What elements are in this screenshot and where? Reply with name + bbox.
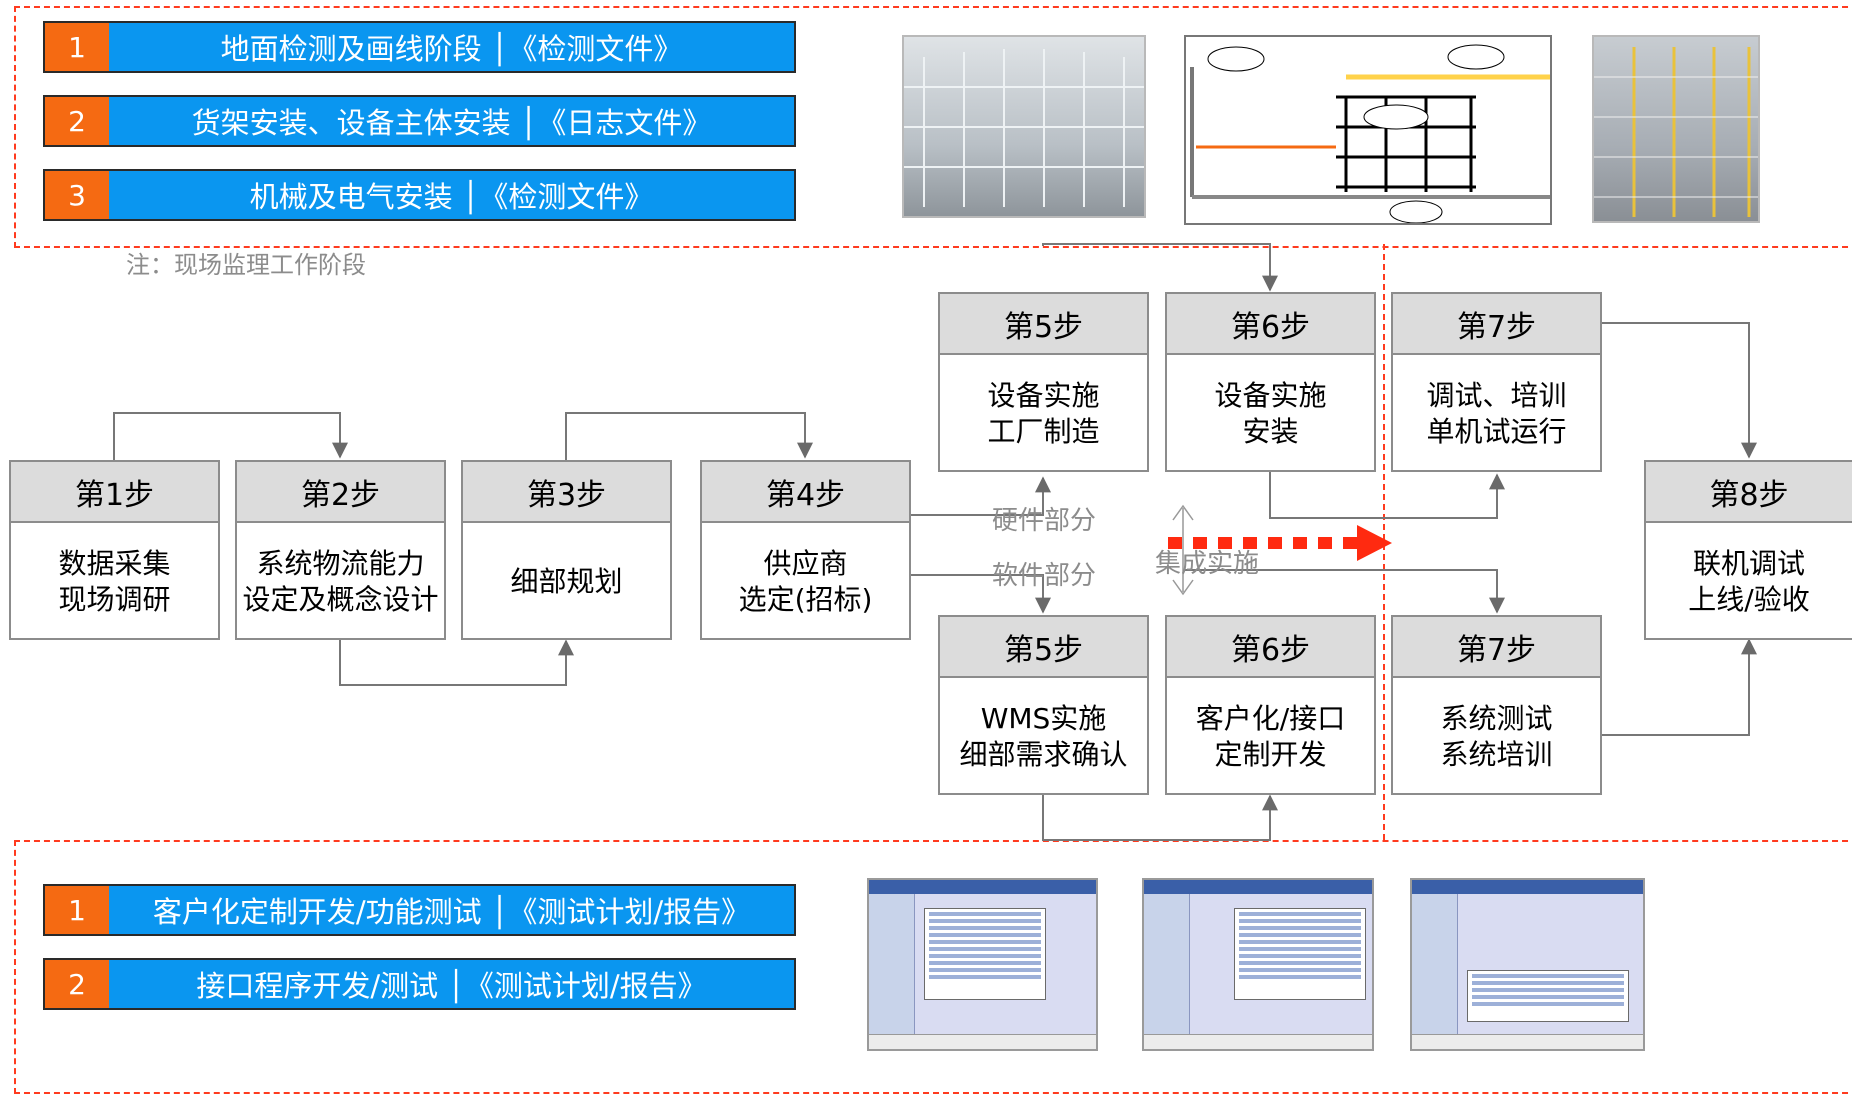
step-8-body: 联机调试 上线/验收 xyxy=(1646,523,1852,640)
step-5-software-line-2: 细部需求确认 xyxy=(959,737,1128,771)
top-item-2-number: 2 xyxy=(45,97,109,145)
step-2-body: 系统物流能力 设定及概念设计 xyxy=(237,523,444,640)
top-item-3: 3 机械及电气安装 │《检测文件》 xyxy=(43,169,796,221)
top-item-2: 2 货架安装、设备主体安装 │《日志文件》 xyxy=(43,95,796,147)
top-section-frame xyxy=(14,6,1852,248)
step-6-hardware-line-2: 安装 xyxy=(1242,414,1299,448)
step-7-software-line-1: 系统测试 xyxy=(1440,701,1553,735)
step-4-header: 第4步 xyxy=(702,462,909,523)
step-3-line-1: 细部规划 xyxy=(510,564,623,598)
step-5-software-body: WMS实施 细部需求确认 xyxy=(940,678,1147,795)
step-1-body: 数据采集 现场调研 xyxy=(11,523,218,640)
step-7-software-body: 系统测试 系统培训 xyxy=(1393,678,1600,795)
step-8-header: 第8步 xyxy=(1646,462,1852,523)
step-2-box: 第2步 系统物流能力 设定及概念设计 xyxy=(235,460,446,640)
software-label: 软件部分 xyxy=(992,561,1097,591)
step-1-header: 第1步 xyxy=(11,462,218,523)
step-6-software-line-2: 定制开发 xyxy=(1214,737,1327,771)
step-3-box: 第3步 细部规划 xyxy=(461,460,672,640)
step-4-line-1: 供应商 xyxy=(763,546,848,580)
hardware-label: 硬件部分 xyxy=(992,506,1097,536)
warehouse-photo-2 xyxy=(1592,35,1760,223)
step-2-line-2: 设定及概念设计 xyxy=(242,582,439,616)
step-5-hardware-header: 第5步 xyxy=(940,294,1147,355)
step-1-line-1: 数据采集 xyxy=(58,546,171,580)
step-5-hardware-body: 设备实施 工厂制造 xyxy=(940,355,1147,472)
supervision-note: 注：现场监理工作阶段 xyxy=(126,251,366,279)
step-4-box: 第4步 供应商 选定(招标) xyxy=(700,460,911,640)
step-8-box: 第8步 联机调试 上线/验收 xyxy=(1644,460,1852,640)
top-item-1: 1 地面检测及画线阶段 │《检测文件》 xyxy=(43,21,796,73)
step-6-software-box: 第6步 客户化/接口 定制开发 xyxy=(1165,615,1376,795)
step-8-line-2: 上线/验收 xyxy=(1688,582,1810,616)
step-5-hardware-box: 第5步 设备实施 工厂制造 xyxy=(938,292,1149,472)
step-3-header: 第3步 xyxy=(463,462,670,523)
step-5-software-line-1: WMS实施 xyxy=(980,701,1107,735)
step-6-hardware-line-1: 设备实施 xyxy=(1214,378,1327,412)
step-6-software-body: 客户化/接口 定制开发 xyxy=(1167,678,1374,795)
wms-screenshot-2 xyxy=(1142,878,1374,1051)
bottom-item-1-number: 1 xyxy=(45,886,109,934)
top-item-1-text: 地面检测及画线阶段 │《检测文件》 xyxy=(109,23,794,71)
bottom-item-1: 1 客户化定制开发/功能测试 │《测试计划/报告》 xyxy=(43,884,796,936)
step-4-line-2: 选定(招标) xyxy=(738,582,873,616)
step-8-line-1: 联机调试 xyxy=(1692,546,1805,580)
step-5-software-header: 第5步 xyxy=(940,617,1147,678)
step-7-software-box: 第7步 系统测试 系统培训 xyxy=(1391,615,1602,795)
step-7-software-line-2: 系统培训 xyxy=(1440,737,1553,771)
step-6-hardware-header: 第6步 xyxy=(1167,294,1374,355)
step-7-hardware-box: 第7步 调试、培训 单机试运行 xyxy=(1391,292,1602,472)
bottom-item-2: 2 接口程序开发/测试 │《测试计划/报告》 xyxy=(43,958,796,1010)
step-4-body: 供应商 选定(招标) xyxy=(702,523,909,640)
bottom-item-1-text: 客户化定制开发/功能测试 │《测试计划/报告》 xyxy=(109,886,794,934)
integration-label: 集成实施 xyxy=(1155,549,1260,579)
bottom-item-2-text: 接口程序开发/测试 │《测试计划/报告》 xyxy=(109,960,794,1008)
warehouse-photo-1 xyxy=(902,35,1146,218)
top-item-3-text: 机械及电气安装 │《检测文件》 xyxy=(109,171,794,219)
step-1-box: 第1步 数据采集 现场调研 xyxy=(9,460,220,640)
wms-screenshot-1 xyxy=(867,878,1098,1051)
step-3-body: 细部规划 xyxy=(463,523,670,640)
step-6-software-header: 第6步 xyxy=(1167,617,1374,678)
step-5-hardware-line-1: 设备实施 xyxy=(987,378,1100,412)
top-item-3-number: 3 xyxy=(45,171,109,219)
bottom-item-2-number: 2 xyxy=(45,960,109,1008)
step-6-hardware-body: 设备实施 安装 xyxy=(1167,355,1374,472)
rack-layout-drawing xyxy=(1184,35,1552,225)
step-7-hardware-body: 调试、培训 单机试运行 xyxy=(1393,355,1600,472)
step-5-hardware-line-2: 工厂制造 xyxy=(987,414,1100,448)
top-item-1-number: 1 xyxy=(45,23,109,71)
step-7-hardware-line-2: 单机试运行 xyxy=(1426,414,1567,448)
step-7-hardware-line-1: 调试、培训 xyxy=(1426,378,1567,412)
step-6-software-line-1: 客户化/接口 xyxy=(1195,701,1346,735)
step-6-hardware-box: 第6步 设备实施 安装 xyxy=(1165,292,1376,472)
step-7-hardware-header: 第7步 xyxy=(1393,294,1600,355)
step-2-line-1: 系统物流能力 xyxy=(256,546,425,580)
step-2-header: 第2步 xyxy=(237,462,444,523)
step-1-line-2: 现场调研 xyxy=(58,582,171,616)
top-item-2-text: 货架安装、设备主体安装 │《日志文件》 xyxy=(109,97,794,145)
wms-screenshot-3 xyxy=(1410,878,1645,1051)
step-5-software-box: 第5步 WMS实施 细部需求确认 xyxy=(938,615,1149,795)
step-7-software-header: 第7步 xyxy=(1393,617,1600,678)
